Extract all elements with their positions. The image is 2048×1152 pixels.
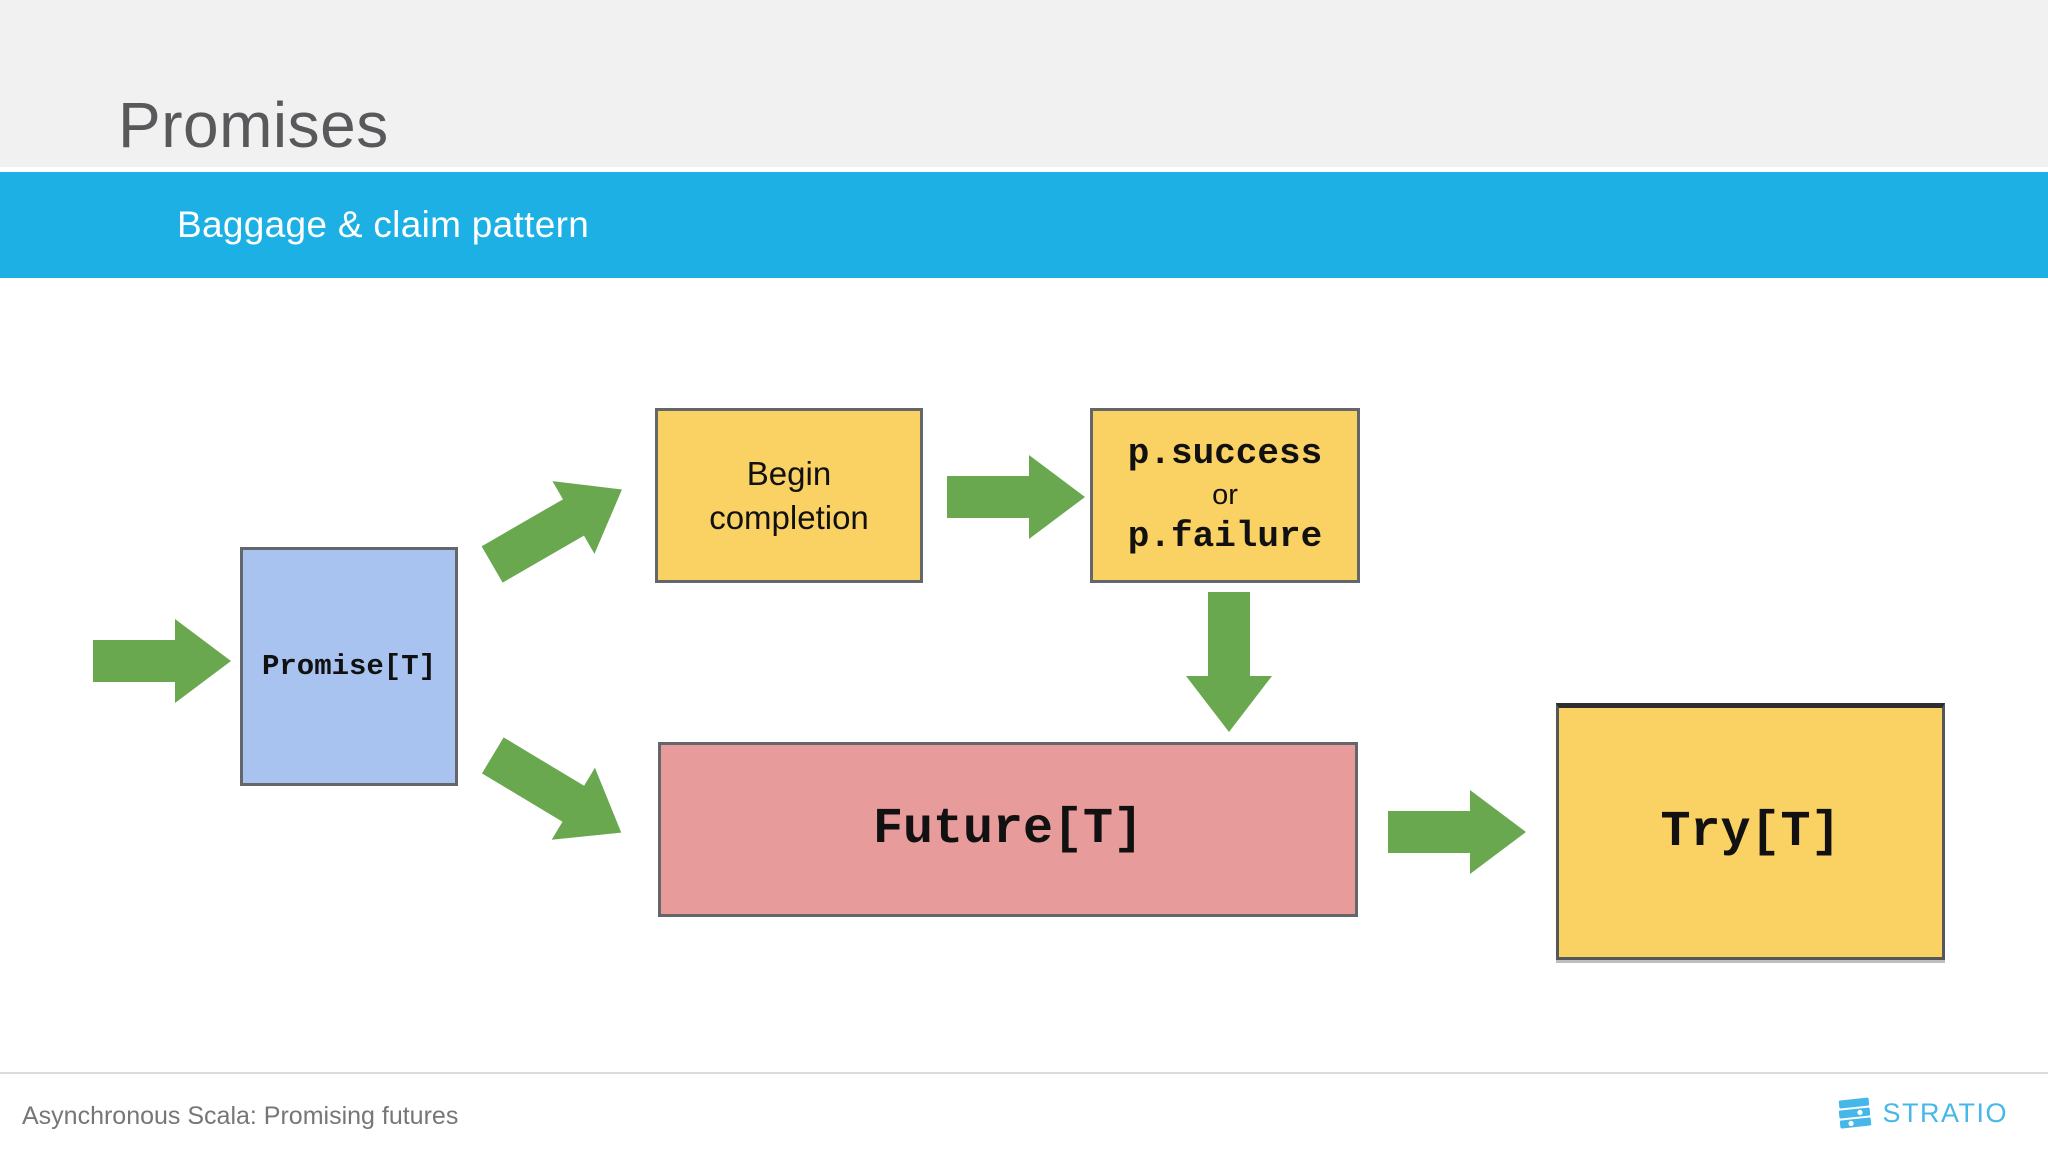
node-p-failure-line: p.failure	[1127, 516, 1323, 558]
arrow-begin-completion-to-p-success	[947, 455, 1085, 539]
arrow-p-success-to-future	[1186, 592, 1272, 732]
stratio-logo-icon	[1839, 1097, 1872, 1129]
node-future: Future[T]	[658, 742, 1358, 917]
right-arrow-icon	[93, 619, 231, 703]
right-arrow-icon	[1388, 790, 1526, 874]
footer-caption: Asynchronous Scala: Promising futures	[22, 1102, 459, 1130]
diagram-canvas: Promise[T] Begin completion p.success or…	[0, 278, 2048, 1072]
stratio-logo: STRATIO	[1837, 1096, 2008, 1130]
right-arrow-icon	[947, 455, 1085, 539]
arrow-future-to-try	[1388, 790, 1526, 874]
down-arrow-icon	[1186, 592, 1272, 732]
right-arrow-icon	[481, 481, 622, 583]
node-begin-completion-label: Begin completion	[709, 454, 869, 536]
arrow-promise-to-future	[471, 719, 643, 868]
node-or-line: or	[1212, 478, 1238, 511]
arrow-promise-to-begin-completion	[471, 453, 643, 601]
slide-title: Promises	[118, 89, 389, 161]
stratio-logo-text: STRATIO	[1882, 1097, 2008, 1128]
node-promise-label: Promise[T]	[261, 650, 437, 683]
node-begin-completion: Begin completion	[655, 408, 923, 583]
right-arrow-icon	[481, 737, 622, 840]
node-future-label: Future[T]	[872, 801, 1144, 858]
section-banner-title: Baggage & claim pattern	[177, 204, 590, 245]
node-try: Try[T]	[1556, 703, 1945, 960]
node-p-success-line: p.success	[1127, 432, 1323, 474]
section-banner: Baggage & claim pattern	[0, 172, 2048, 278]
node-p-success-or-p-failure: p.success or p.failure	[1090, 408, 1360, 583]
node-promise: Promise[T]	[240, 547, 458, 786]
slide-header: Promises	[0, 0, 2048, 167]
node-try-label: Try[T]	[1660, 804, 1841, 861]
arrow-start-to-promise	[93, 619, 231, 703]
slide-footer: Asynchronous Scala: Promising futures ST…	[0, 1072, 2048, 1152]
